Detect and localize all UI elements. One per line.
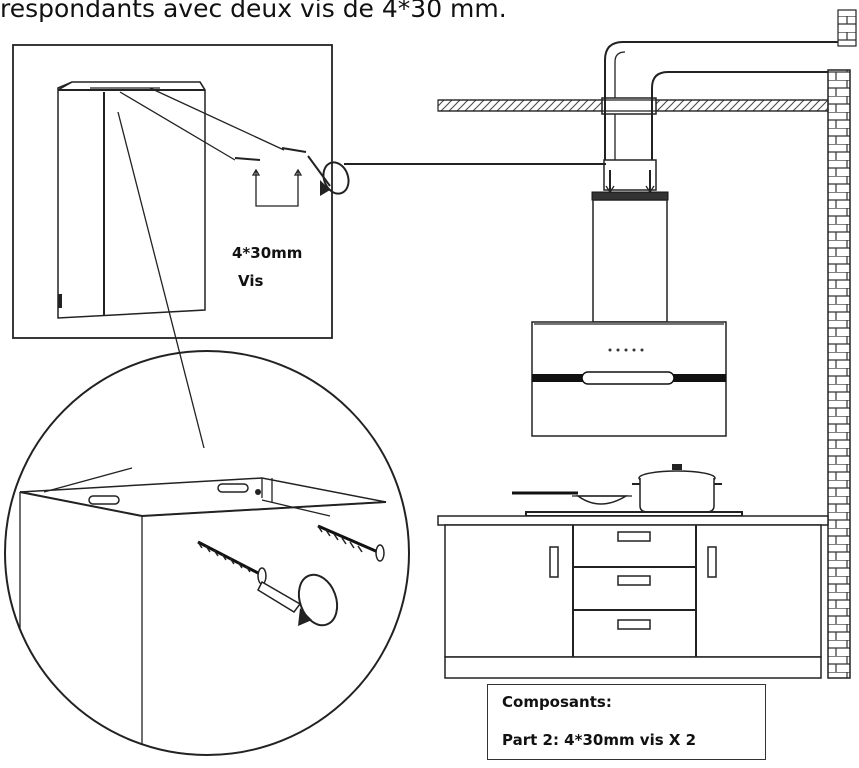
countertop bbox=[437, 515, 829, 526]
hood-handle bbox=[581, 371, 675, 385]
control-dots bbox=[608, 348, 644, 352]
legend-title: Composants: bbox=[502, 693, 612, 711]
inset-label-part: Vis bbox=[238, 272, 264, 290]
components-legend: Composants: Part 2: 4*30mm vis X 2 bbox=[487, 684, 766, 760]
instruction-caption: respondants avec deux vis de 4*30 mm. bbox=[0, 0, 507, 23]
exhaust-duct bbox=[438, 41, 838, 186]
legend-item: Part 2: 4*30mm vis X 2 bbox=[502, 731, 697, 749]
mounting-bracket bbox=[591, 191, 669, 201]
cooking-pot bbox=[632, 464, 722, 513]
hood-chimney bbox=[592, 199, 668, 323]
brick-chimney-top bbox=[837, 9, 857, 47]
hood-connector-box bbox=[603, 159, 657, 191]
frying-pan bbox=[512, 491, 632, 505]
base-cabinets bbox=[444, 524, 822, 679]
kitchen-scene bbox=[437, 9, 857, 679]
inset-label-size: 4*30mm bbox=[232, 244, 303, 262]
inset-detail bbox=[12, 44, 350, 339]
brick-wall bbox=[827, 69, 851, 679]
magnified-detail bbox=[4, 111, 410, 756]
